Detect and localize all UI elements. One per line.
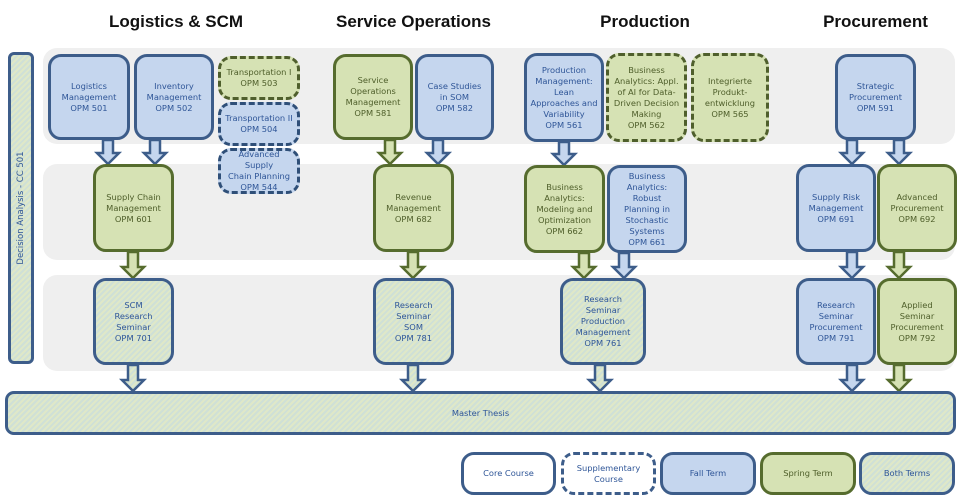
course-opm582[interactable]: Case Studies in SOM OPM 582 bbox=[415, 54, 494, 140]
legend-spring-term: Spring Term bbox=[760, 452, 856, 495]
course-opm502[interactable]: Inventory Management OPM 502 bbox=[134, 54, 214, 140]
course-opm504[interactable]: Transportation II OPM 504 bbox=[218, 102, 300, 146]
course-opm544[interactable]: Advanced Supply Chain Planning OPM 544 bbox=[218, 148, 300, 194]
course-opm581[interactable]: Service Operations Management OPM 581 bbox=[333, 54, 413, 140]
course-opm692[interactable]: Advanced Procurement OPM 692 bbox=[877, 164, 957, 252]
course-opm601[interactable]: Supply Chain Management OPM 601 bbox=[93, 164, 174, 252]
course-opm691[interactable]: Supply Risk Management OPM 691 bbox=[796, 164, 876, 252]
legend-fall-term: Fall Term bbox=[660, 452, 756, 495]
course-opm791[interactable]: Research Seminar Procurement OPM 791 bbox=[796, 278, 876, 365]
course-opm662[interactable]: Business Analytics: Modeling and Optimiz… bbox=[524, 165, 605, 253]
decision-analysis-label: Decision Analysis - CC 501 bbox=[16, 151, 26, 265]
course-opm792[interactable]: Applied Seminar Procurement OPM 792 bbox=[877, 278, 957, 365]
column-title-service-operations: Service Operations bbox=[336, 12, 491, 31]
course-opm561[interactable]: Production Management: Lean Approaches a… bbox=[524, 53, 604, 142]
course-opm701[interactable]: SCM Research Seminar OPM 701 bbox=[93, 278, 174, 365]
legend-both-terms: Both Terms bbox=[859, 452, 955, 495]
course-opm591[interactable]: Strategic Procurement OPM 591 bbox=[835, 54, 916, 140]
course-opm781[interactable]: Research Seminar SOM OPM 781 bbox=[373, 278, 454, 365]
column-title-logistics-scm: Logistics & SCM bbox=[108, 12, 244, 31]
course-opm501[interactable]: Logistics Management OPM 501 bbox=[48, 54, 130, 140]
course-opm562[interactable]: Business Analytics: Appl. of AI for Data… bbox=[606, 53, 687, 142]
course-opm565[interactable]: Integrierte Produkt- entwicklung OPM 565 bbox=[691, 53, 769, 142]
course-opm761[interactable]: Research Seminar Production Management O… bbox=[560, 278, 646, 365]
course-opm682[interactable]: Revenue Management OPM 682 bbox=[373, 164, 454, 252]
course-opm661[interactable]: Business Analytics: Robust Planning in S… bbox=[607, 165, 687, 253]
master-thesis[interactable]: Master Thesis bbox=[5, 391, 956, 435]
column-title-production: Production bbox=[600, 12, 690, 31]
arrow-opm561-to-opm662 bbox=[549, 140, 579, 167]
legend-supplementary-course: Supplementary Course bbox=[561, 452, 656, 495]
decision-analysis-sidebar[interactable]: Decision Analysis - CC 501 bbox=[8, 52, 34, 364]
legend-core-course: Core Course bbox=[461, 452, 556, 495]
course-opm503[interactable]: Transportation I OPM 503 bbox=[218, 56, 300, 100]
column-title-procurement: Procurement bbox=[823, 12, 928, 31]
